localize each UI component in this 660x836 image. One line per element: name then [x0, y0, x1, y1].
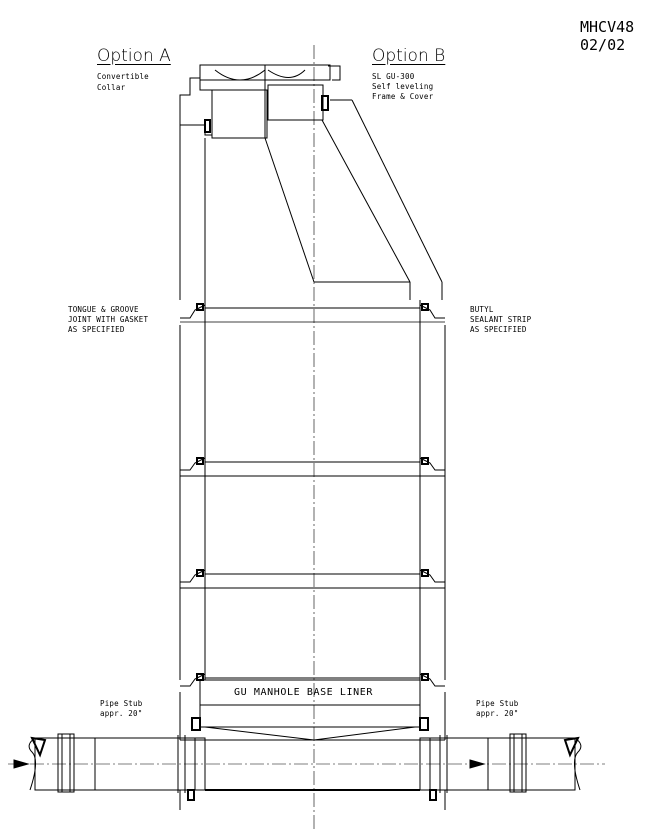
- convertible-collar: [179, 77, 268, 300]
- option-b-line-2: Self leveling: [372, 82, 434, 91]
- sheet-id: MHCV48: [580, 18, 635, 36]
- pipe-stub-left: [13, 733, 206, 793]
- base-liner: [179, 679, 446, 810]
- riser-sections: [179, 300, 446, 687]
- pipe-right-line-2: appr. 20": [476, 709, 519, 718]
- callout-right-line-1: BUTYL: [470, 305, 494, 314]
- cone-section: [264, 99, 443, 300]
- option-a-title: Option A: [97, 46, 171, 66]
- callout-left-line-2: JOINT WITH GASKET: [68, 315, 149, 324]
- option-b-line-1: SL GU-300: [372, 72, 415, 81]
- callout-left-line-1: TONGUE & GROOVE: [68, 305, 139, 314]
- base-liner-label: GU MANHOLE BASE LINER: [234, 687, 374, 698]
- callout-right-line-3: AS SPECIFIED: [470, 325, 527, 334]
- pipe-stub-right: [419, 733, 582, 793]
- option-b-line-3: Frame & Cover: [372, 92, 434, 101]
- callout-right-line-2: SEALANT STRIP: [470, 315, 532, 324]
- option-a-line-2: Collar: [97, 83, 126, 92]
- pipe-right-line-1: Pipe Stub: [476, 699, 519, 708]
- option-a-line-1: Convertible: [97, 72, 149, 81]
- frame-and-cover: [199, 64, 341, 138]
- sheet-date: 02/02: [580, 36, 626, 54]
- pipe-left-line-2: appr. 20": [100, 709, 143, 718]
- option-b-title: Option B: [372, 46, 446, 66]
- callout-left-line-3: AS SPECIFIED: [68, 325, 125, 334]
- pipe-left-line-1: Pipe Stub: [100, 699, 143, 708]
